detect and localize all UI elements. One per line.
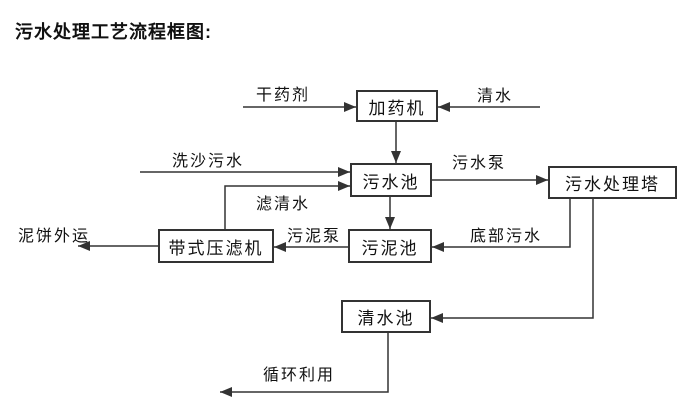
- page-title: 污水处理工艺流程框图:: [15, 22, 212, 42]
- edge-label-mud-cake-out: 泥饼外运: [18, 228, 91, 245]
- edge-label-dry-chemical: 干药剂: [256, 87, 311, 104]
- edge-filtered-water-to-sewage-pool: [224, 181, 350, 229]
- node-dosing-machine: 加药机: [356, 90, 438, 122]
- node-sewage-pool: 污水池: [350, 163, 432, 197]
- edge-label-bottom-sewage: 底部污水: [470, 228, 543, 245]
- edge-label-recycle-use: 循环利用: [263, 367, 336, 384]
- edge-label-clean-water: 清水: [477, 88, 514, 105]
- edge-clean-water-pool-to-recycle: [220, 333, 389, 397]
- edge-label-sand-washing-sewage: 洗沙污水: [172, 153, 245, 170]
- node-sludge-pool: 污泥池: [348, 229, 432, 263]
- node-clean-water-pool: 清水池: [341, 300, 431, 333]
- edge-label-sludge-pump: 污泥泵: [287, 228, 342, 245]
- node-belt-filter-press: 带式压滤机: [158, 229, 274, 263]
- edge-bottom-sewage-to-sludge-pool: [432, 199, 571, 252]
- edge-label-sewage-pump: 污水泵: [452, 155, 507, 172]
- node-treatment-tower: 污水处理塔: [548, 166, 677, 199]
- edge-tower-to-clean-water-pool: [431, 199, 594, 323]
- edge-label-filtered-water: 滤清水: [256, 196, 311, 213]
